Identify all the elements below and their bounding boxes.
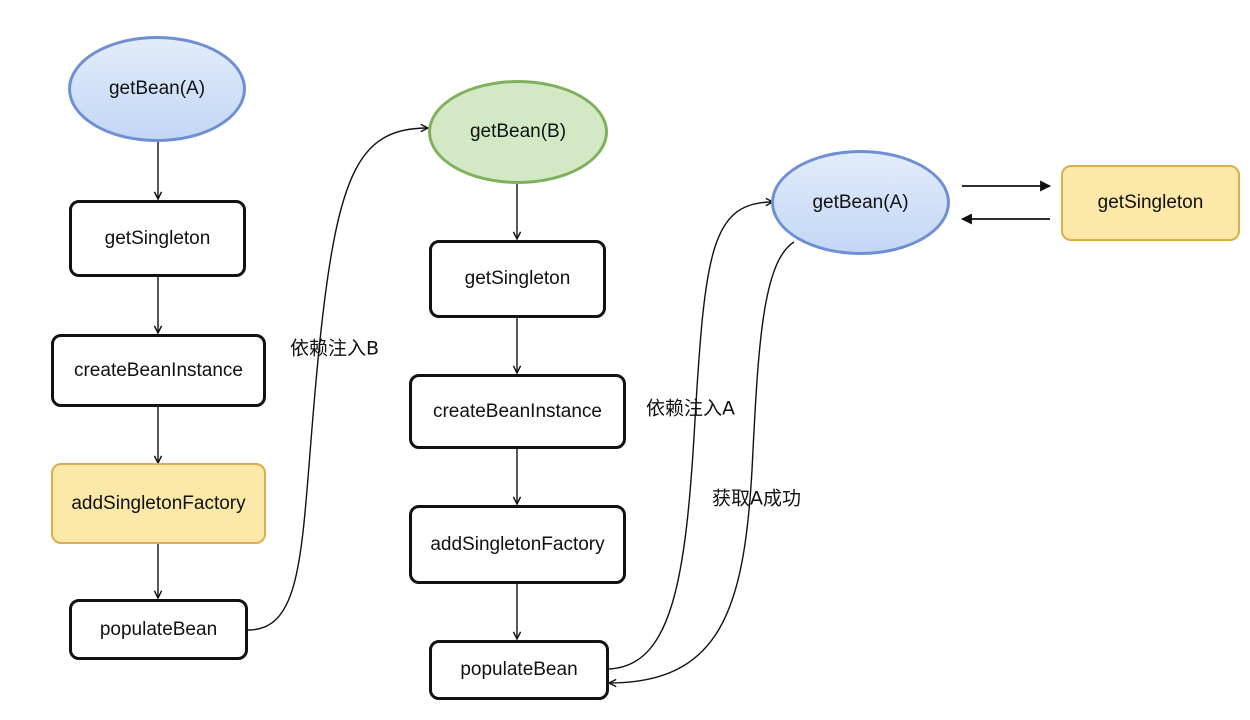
c2-populatebean-label: populateBean bbox=[460, 659, 578, 680]
c1-populatebean-node: populateBean bbox=[69, 599, 248, 660]
c2-getsingleton-node: getSingleton bbox=[429, 240, 606, 318]
arrow-inject-b bbox=[247, 128, 428, 631]
c2-getbean-b-node: getBean(B) bbox=[428, 80, 608, 184]
edge-label-inject-a: 依赖注入A bbox=[646, 397, 735, 420]
c1-populatebean-label: populateBean bbox=[99, 618, 218, 640]
c1-addsingletonfactory-node: addSingletonFactory bbox=[51, 463, 266, 544]
arrow-inject-a bbox=[608, 202, 773, 670]
c3-getbean-a-label: getBean(A) bbox=[812, 191, 909, 213]
c2-createbeaninstance-label: createBeanInstance bbox=[432, 400, 602, 422]
c1-createbeaninstance-node: createBeanInstance bbox=[51, 334, 266, 407]
edge-label-inject-b: 依赖注入B bbox=[290, 337, 380, 360]
c1-getbean-a-label: getBean(A) bbox=[108, 78, 206, 99]
c1-getsingleton-node: getSingleton bbox=[69, 200, 246, 277]
c2-addsingletonfactory-label: addSingletonFactory bbox=[430, 533, 605, 555]
c3-getsingleton-label: getSingleton bbox=[1097, 192, 1204, 213]
c1-getbean-a-node: getBean(A) bbox=[68, 36, 246, 142]
c2-addsingletonfactory-node: addSingletonFactory bbox=[409, 505, 626, 584]
c3-getsingleton-node: getSingleton bbox=[1061, 165, 1240, 241]
c2-getsingleton-label: getSingleton bbox=[464, 268, 571, 289]
c1-addsingletonfactory-label: addSingletonFactory bbox=[71, 492, 246, 514]
c2-createbeaninstance-node: createBeanInstance bbox=[409, 374, 626, 449]
c2-getbean-b-label: getBean(B) bbox=[469, 121, 567, 142]
c3-getbean-a-node: getBean(A) bbox=[771, 150, 950, 255]
c1-getsingleton-label: getSingleton bbox=[104, 227, 211, 249]
edge-label-get-a-success: 获取A成功 bbox=[712, 487, 801, 510]
arrow-get-a-success bbox=[609, 241, 795, 683]
c2-populatebean-node: populateBean bbox=[429, 640, 609, 700]
c1-createbeaninstance-label: createBeanInstance bbox=[73, 359, 243, 381]
